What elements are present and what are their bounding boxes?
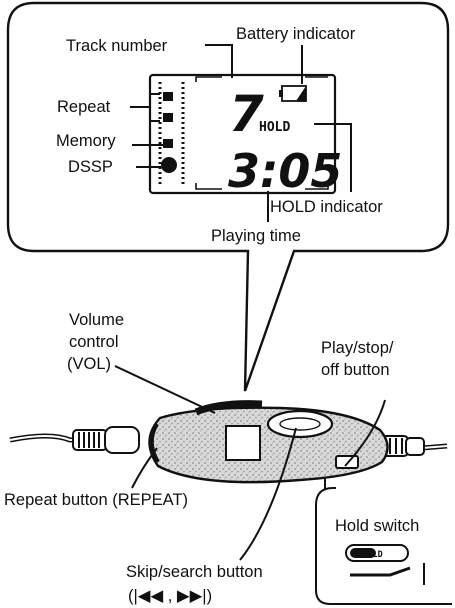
hold-switch-slot[interactable] — [335, 455, 359, 469]
hold-switch-inset: Hold switch ◀ HOLD — [315, 478, 452, 605]
repeat-label: Repeat — [57, 98, 111, 116]
hold-indicator-label: HOLD indicator — [270, 198, 383, 216]
memory-label: Memory — [56, 132, 116, 150]
skip-search-label-line1: Skip/search button — [126, 563, 263, 581]
track-digit: 7 — [229, 85, 264, 143]
callout-bubble — [6, 1, 450, 392]
volume-label-line3: (VOL) — [67, 355, 111, 373]
memory-segment — [163, 139, 173, 148]
battery-indicator-label: Battery indicator — [236, 25, 356, 43]
repeat-button-leader — [131, 447, 158, 489]
volume-label-line2: control — [69, 333, 119, 351]
track-number-label: Track number — [66, 37, 168, 55]
repeat-bracket — [149, 93, 160, 122]
dssp-segment — [161, 157, 177, 173]
playing-time-label: Playing time — [211, 227, 301, 245]
play-stop-button[interactable] — [266, 409, 334, 439]
track-number-leader — [205, 44, 233, 78]
hold-indicator-leader — [314, 123, 352, 192]
battery-icon — [279, 85, 307, 102]
remote-body — [148, 400, 389, 484]
skip-search-leader — [239, 427, 297, 561]
hold-switch-label: Hold switch — [335, 517, 419, 535]
volume-dial[interactable] — [194, 400, 263, 416]
lcd-panel: 7 HOLD 3:05 — [148, 73, 342, 198]
repeat-segment-top — [163, 92, 173, 101]
hold-display: HOLD — [259, 120, 290, 135]
repeat-button[interactable] — [149, 422, 160, 464]
hold-switch-text: ◀ HOLD — [352, 550, 383, 560]
dssp-label: DSSP — [68, 158, 113, 176]
remote-display-window — [225, 425, 261, 461]
play-stop-label-line1: Play/stop/ — [321, 339, 394, 357]
time-display: 3:05 — [228, 144, 342, 198]
repeat-button-label: Repeat button (REPEAT) — [4, 491, 188, 509]
volume-leader — [114, 365, 216, 414]
volume-label-line1: Volume — [69, 311, 124, 329]
repeat-segment-bottom — [163, 113, 173, 122]
play-stop-leader — [344, 399, 386, 467]
hold-switch-arrow — [350, 566, 411, 577]
skip-search-label-line2: (|◀◀ , ▶▶|) — [128, 587, 212, 605]
play-stop-label-line2: off button — [321, 361, 390, 379]
